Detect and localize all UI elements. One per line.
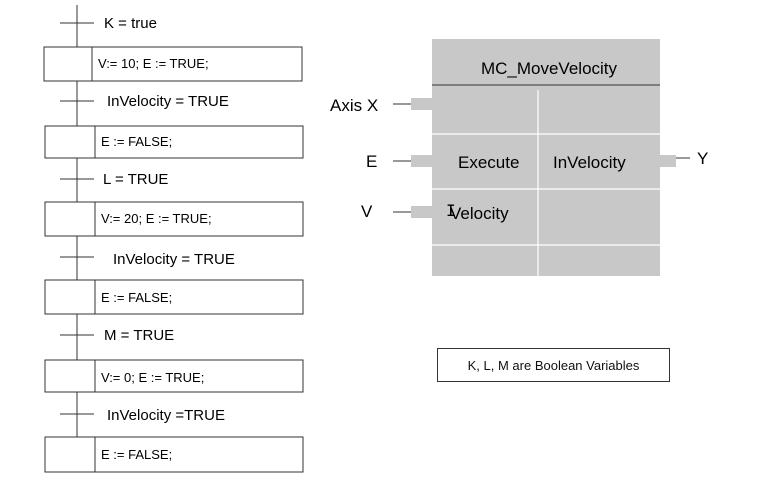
input-pin-v: V — [361, 202, 432, 221]
function-block-title: MC_MoveVelocity — [481, 59, 618, 78]
text-cursor-icon: Ι — [446, 201, 456, 220]
step-action: E := FALSE; — [101, 134, 172, 149]
sfc-step: V:= 20; E := TRUE; — [44, 201, 304, 237]
step-action: V:= 10; E := TRUE; — [98, 56, 209, 71]
input-label-e: E — [366, 152, 377, 171]
note-text: K, L, M are Boolean Variables — [467, 357, 640, 373]
output-pin-y: Y — [660, 149, 708, 168]
step-action: V:= 0; E := TRUE; — [101, 370, 204, 385]
transition-label: M = TRUE — [104, 327, 174, 344]
sfc-step: V:= 10; E := TRUE; — [43, 46, 303, 82]
pin-label-execute: Execute — [458, 153, 519, 172]
transition-label: InVelocity =TRUE — [107, 407, 225, 424]
function-block: MC_MoveVelocity Execute Velocity InVeloc… — [432, 39, 660, 276]
input-label-v: V — [361, 202, 373, 221]
sfc-step: E := FALSE; — [44, 279, 304, 315]
step-action: V:= 20; E := TRUE; — [101, 211, 212, 226]
transition-label: InVelocity = TRUE — [113, 251, 235, 268]
transition-label: InVelocity = TRUE — [107, 93, 229, 110]
note-box: K, L, M are Boolean Variables — [437, 348, 670, 382]
sfc-step: E := FALSE; — [44, 125, 304, 159]
sfc-step: V:= 0; E := TRUE; — [44, 359, 304, 393]
sfc-step: E := FALSE; — [44, 436, 304, 473]
pin-label-velocity: Velocity — [450, 204, 509, 223]
transition-label: L = TRUE — [103, 171, 168, 188]
input-pin-e: E — [366, 152, 432, 171]
step-action: E := FALSE; — [101, 290, 172, 305]
transition-label: K = true — [104, 15, 157, 32]
input-label-axis: Axis X — [330, 96, 378, 115]
pin-label-invelocity: InVelocity — [553, 153, 626, 172]
input-pin-axis: Axis X — [330, 96, 432, 115]
step-action: E := FALSE; — [101, 447, 172, 462]
output-label-y: Y — [697, 149, 708, 168]
